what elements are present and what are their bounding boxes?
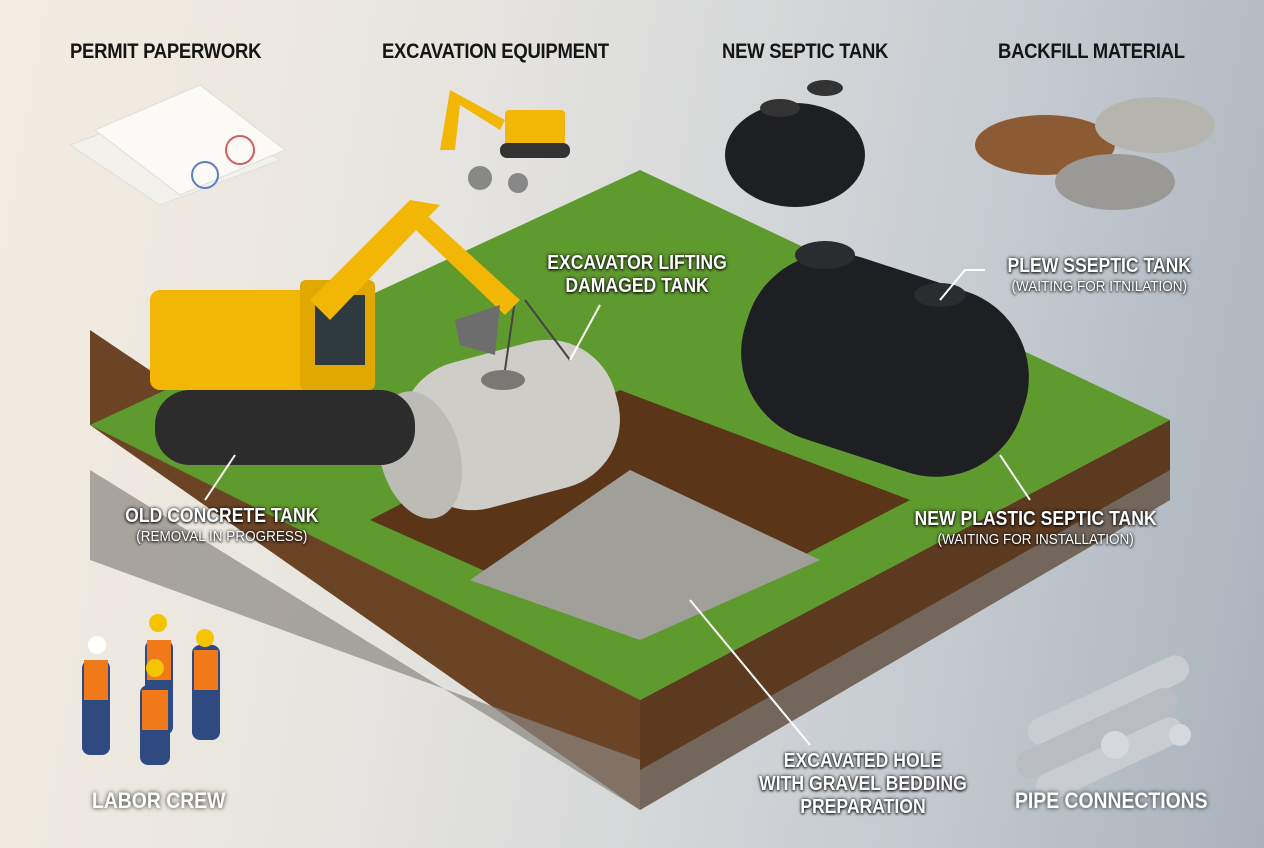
hole-callout: EXCAVATED HOLE WITH GRAVEL BEDDING PREPA… bbox=[759, 750, 967, 818]
old-concrete-tank bbox=[377, 299, 620, 519]
septic-tank-icon bbox=[725, 80, 865, 207]
new-tank-side-callout: NEW PLASTIC SEPTIC TANK (WAITING FOR INS… bbox=[914, 508, 1157, 548]
small-excavator-icon bbox=[440, 90, 570, 193]
pipe-connections-title: PIPE CONNECTIONS bbox=[1015, 788, 1208, 813]
permit-documents-icon bbox=[68, 84, 286, 206]
backfill-material-title: BACKFILL MATERIAL bbox=[998, 40, 1185, 63]
old-tank-callout: OLD CONCRETE TANK (REMOVAL IN PROGRESS) bbox=[125, 505, 319, 545]
gravel-bedding bbox=[470, 470, 820, 640]
excavation-equipment-title: EXCAVATION EQUIPMENT bbox=[382, 40, 609, 63]
excavator-callout: EXCAVATOR LIFTING DAMAGED TANK bbox=[547, 252, 727, 297]
excavator bbox=[150, 200, 520, 465]
permit-paperwork-title: PERMIT PAPERWORK bbox=[70, 40, 262, 63]
new-plastic-tank bbox=[741, 241, 1029, 477]
new-septic-tank-title: NEW SEPTIC TANK bbox=[722, 40, 889, 63]
labor-crew-title: LABOR CREW bbox=[92, 788, 226, 813]
backfill-piles-icon bbox=[975, 97, 1215, 210]
pipes-icon bbox=[1016, 655, 1191, 801]
labor-crew-icon bbox=[82, 614, 220, 765]
new-tank-top-callout: PLEW SSEPTIC TANK (WAITING FOR ITNILATIO… bbox=[1007, 255, 1192, 295]
